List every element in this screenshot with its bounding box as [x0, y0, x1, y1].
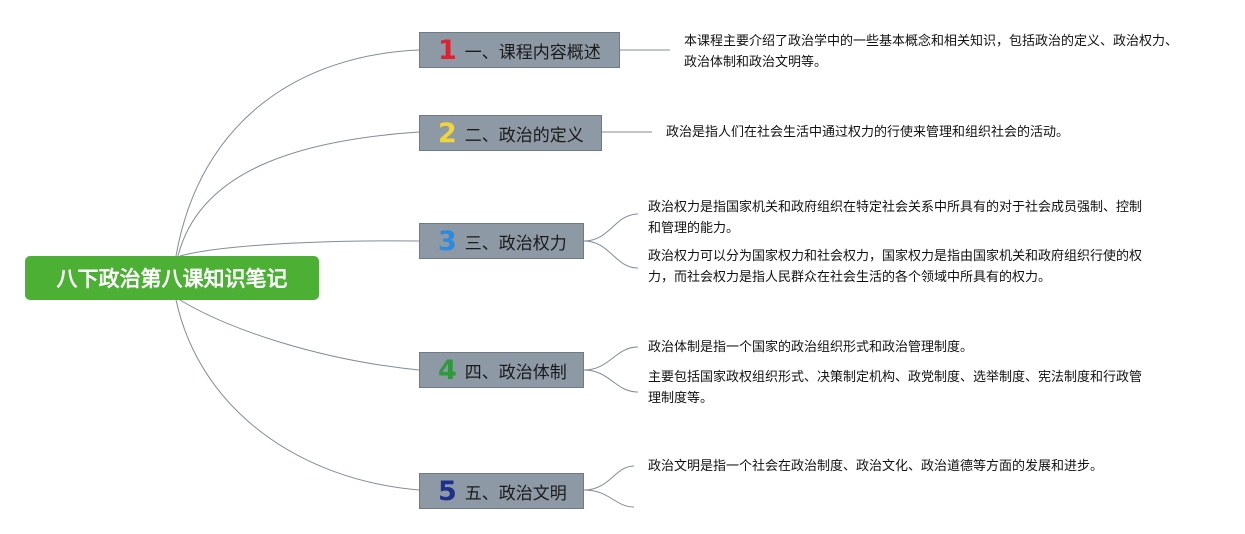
note-political-civilization: 政治文明是指一个社会在政治制度、政治文化、政治道德等方面的发展和进步。 [648, 459, 1104, 474]
branch-label: 三、政治权力 [464, 233, 567, 254]
branch-political-power[interactable]: 3 三、政治权力 [419, 223, 584, 259]
branch-politics-definition[interactable]: 2 二、政治的定义 [419, 115, 602, 151]
note-political-system-definition: 政治体制是指一个国家的政治组织形式和政治管理制度。 [648, 340, 974, 355]
branch-label: 五、政治文明 [464, 483, 567, 504]
branch-number-5: 5 [438, 475, 457, 507]
note-political-power-definition: 政治权力是指国家机关和政府组织在特定社会关系中所具有的对于社会成员强制、控制和管… [648, 200, 1143, 236]
branch-political-civilization[interactable]: 5 五、政治文明 [419, 473, 584, 509]
branch-political-system[interactable]: 4 四、政治体制 [419, 352, 584, 388]
branch-label: 四、政治体制 [464, 362, 567, 383]
note-course-overview: 本课程主要介绍了政治学中的一些基本概念和相关知识，包括政治的定义、政治权力、政治… [684, 34, 1179, 70]
root-topic[interactable]: 八下政治第八课知识笔记 [25, 256, 319, 300]
branch-label: 二、政治的定义 [464, 125, 584, 146]
branch-label: 一、课程内容概述 [464, 42, 601, 63]
note-political-power-types: 政治权力可以分为国家权力和社会权力，国家权力是指由国家机关和政府组织行使的权力，… [648, 249, 1143, 285]
branch-course-overview[interactable]: 1 一、课程内容概述 [419, 32, 620, 68]
branch-number-1: 1 [438, 34, 457, 66]
branch-number-2: 2 [438, 117, 457, 149]
root-title: 八下政治第八课知识笔记 [56, 267, 288, 291]
branch-number-4: 4 [438, 354, 457, 386]
note-politics-definition: 政治是指人们在社会生活中通过权力的行使来管理和组织社会的活动。 [666, 125, 1070, 140]
note-political-system-contents: 主要包括国家政权组织形式、决策制定机构、政党制度、选举制度、宪法制度和行政管理制… [648, 370, 1143, 406]
branch-number-3: 3 [438, 225, 457, 257]
